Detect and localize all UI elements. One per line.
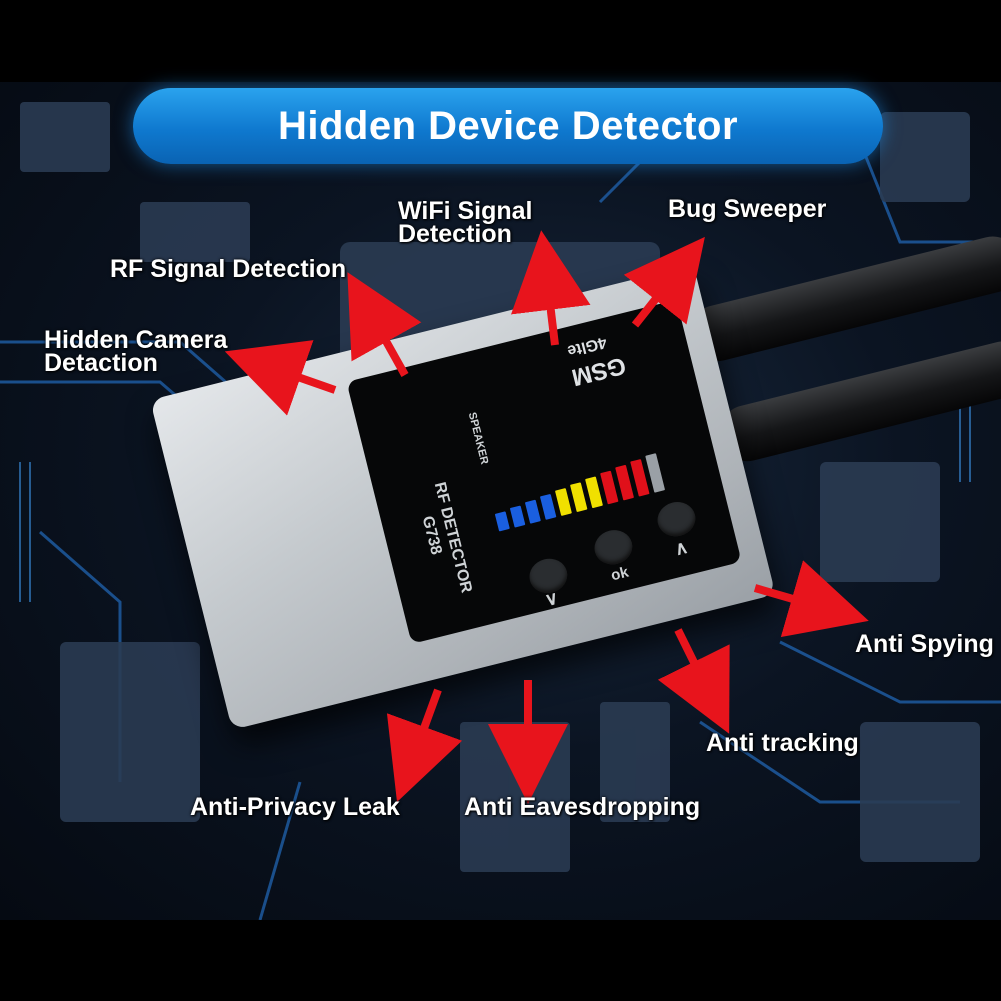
arrow-anti-spying — [753, 560, 869, 638]
label-rf-signal: RF Signal Detection — [110, 255, 347, 283]
arrow-hidden-camera — [224, 340, 337, 416]
arrow-anti-tracking — [657, 628, 730, 734]
label-anti-privacy-leak: Anti-Privacy Leak — [190, 793, 400, 821]
label-bug-sweeper: Bug Sweeper — [668, 195, 827, 223]
arrow-rf-signal — [347, 272, 422, 377]
page-title: Hidden Device Detector — [277, 103, 739, 148]
label-anti-tracking: Anti tracking — [706, 729, 859, 757]
arrow-wifi — [511, 230, 591, 346]
arrow-bug-sweeper — [623, 236, 705, 328]
arrow-anti-privacy — [386, 688, 463, 803]
label-anti-eavesdropping: Anti Eavesdropping — [464, 793, 701, 821]
title-banner: Hidden Device Detector — [133, 88, 883, 164]
label-anti-spying: Anti Spying — [855, 630, 994, 658]
